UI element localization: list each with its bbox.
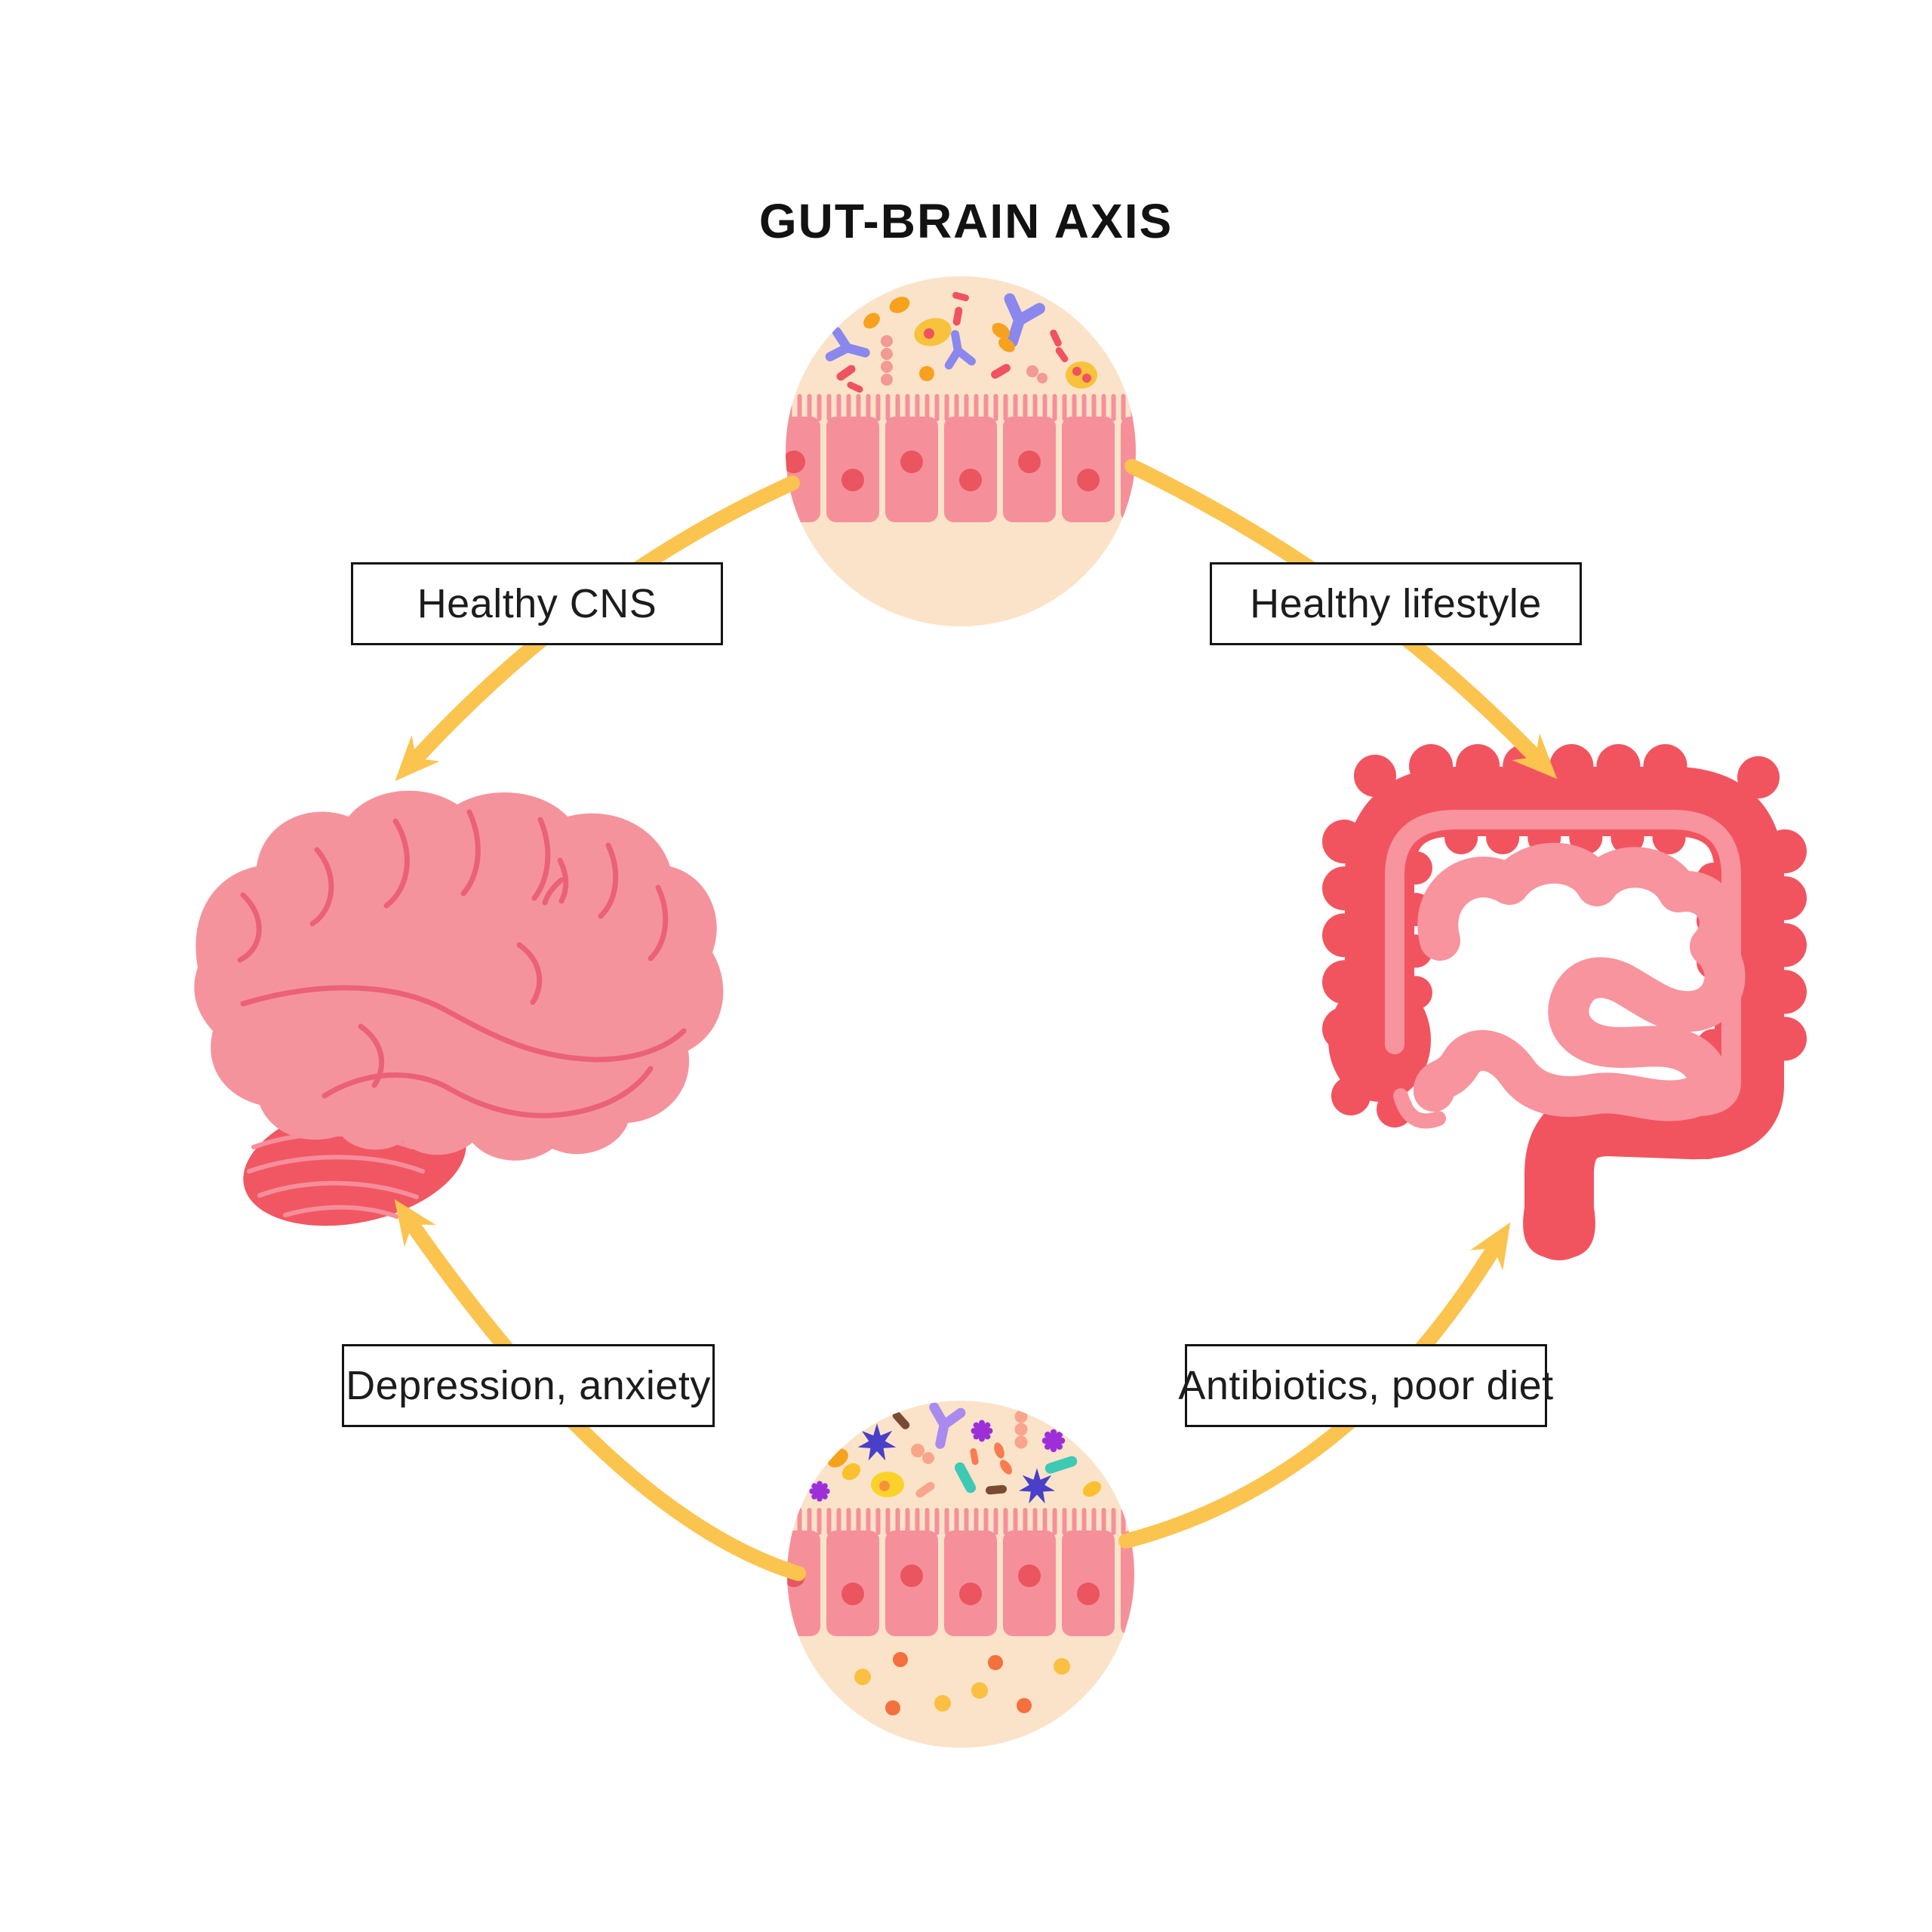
- coccus-chain-icon: [881, 335, 893, 386]
- epithelial-cells: [787, 1531, 1134, 1636]
- label-depression-anxiety: Depression, anxiety: [342, 1344, 715, 1427]
- label-healthy-cns: Healthy CNS: [351, 562, 723, 645]
- label-healthy-lifestyle: Healthy lifestyle: [1210, 562, 1582, 645]
- leaked-metabolite-dots: [854, 1652, 1070, 1715]
- gut-lining-healthy-node: [786, 276, 1136, 626]
- epithelium-healthy: [786, 394, 1136, 522]
- colon-highlight: [1385, 810, 1741, 1117]
- immune-cell-icon: [871, 1472, 904, 1497]
- label-antibiotics-poor-diet: Antibiotics, poor diet: [1178, 1344, 1553, 1427]
- cell-nuclei: [786, 451, 1100, 491]
- small-intestine: [1414, 842, 1746, 1121]
- appendix: [1393, 1088, 1446, 1129]
- intestine-icon: [1322, 744, 1807, 1260]
- immune-cell-icon: [914, 318, 952, 346]
- epithelial-cells: [786, 417, 1136, 522]
- healthy-microbiome-icons: [830, 291, 1097, 394]
- arrow-dysbiosis-to-brain: [394, 1199, 806, 1581]
- brain-sulci-lines: [237, 809, 687, 1118]
- immune-cell-icon: [1066, 361, 1097, 389]
- epithelium-dysbiosis: [787, 1508, 1134, 1636]
- arrow-dysbiosis-to-intestine: [1118, 1222, 1511, 1549]
- diagram-title: GUT-BRAIN AXIS: [758, 194, 1174, 248]
- rectum: [1523, 1189, 1595, 1259]
- colon-tube: [1345, 767, 1784, 1260]
- gut-lining-dysbiosis-node: [787, 1401, 1134, 1748]
- dysbiosis-microbiome-icons: [809, 1407, 1102, 1504]
- brain-icon: [194, 790, 724, 1226]
- cerebrum: [194, 790, 724, 1161]
